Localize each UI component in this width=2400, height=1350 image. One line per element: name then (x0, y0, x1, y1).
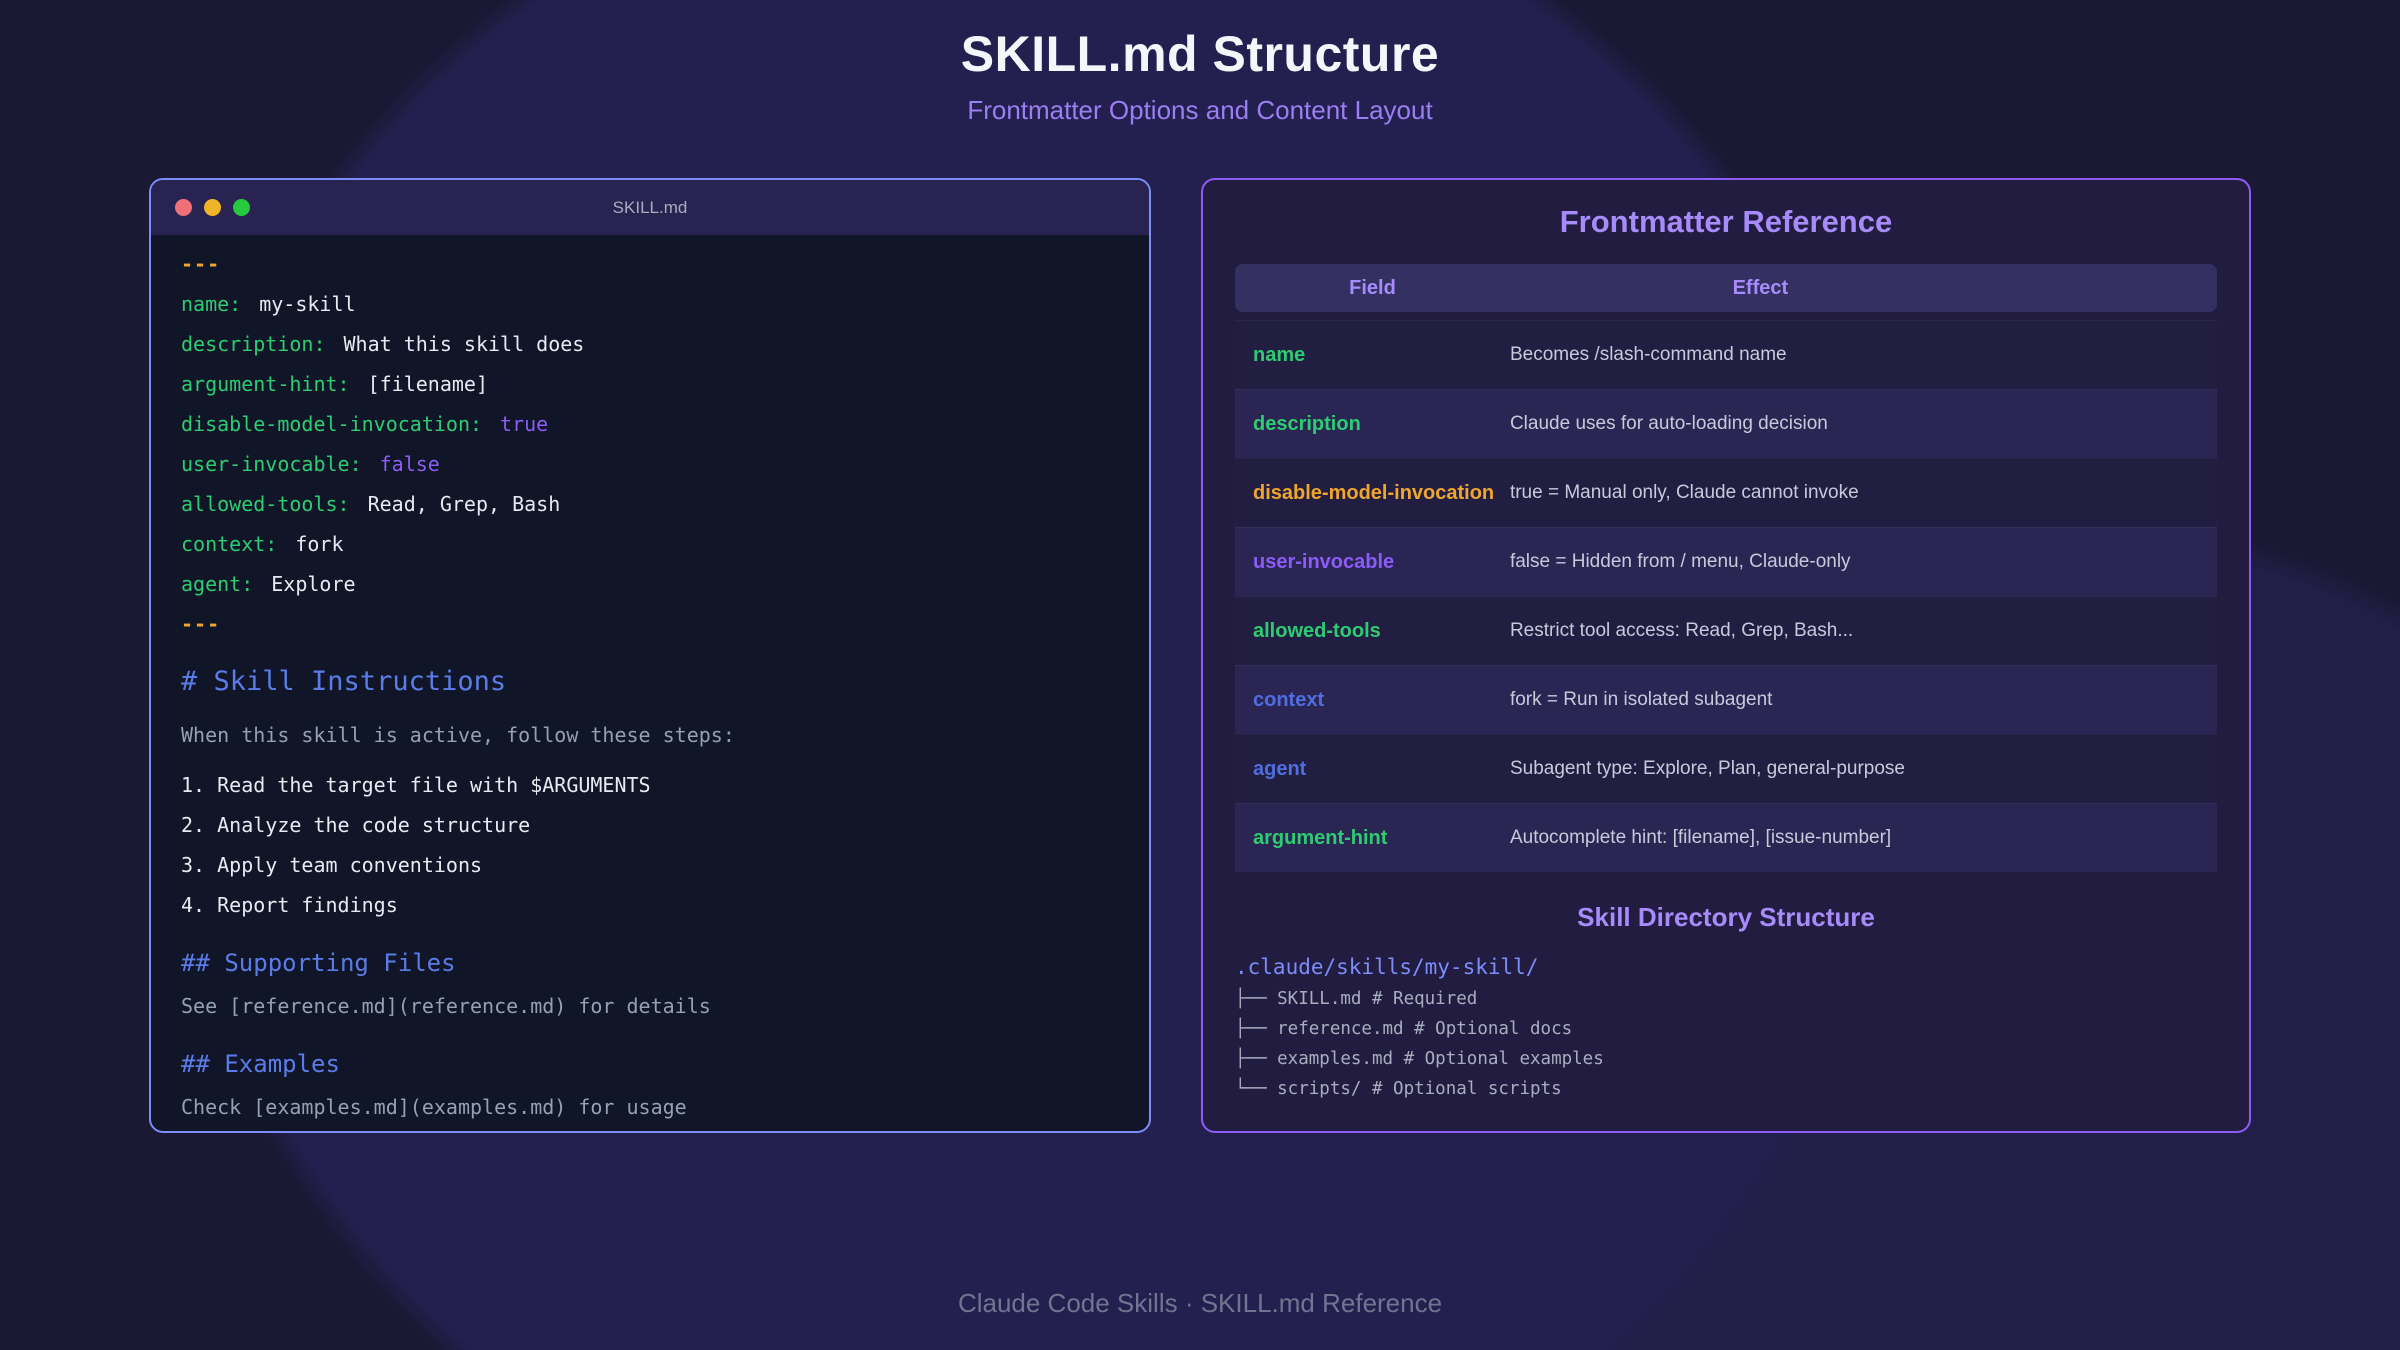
page-title: SKILL.md Structure (960, 26, 1440, 82)
field-effect: fork = Run in isolated subagent (1509, 689, 1773, 710)
code-line: agent:Explore (181, 572, 356, 596)
code-line: --- (181, 252, 221, 276)
table-row: description Claude uses for auto-loading … (1235, 389, 2217, 458)
code-line: --- (181, 612, 221, 636)
tree-entry: ├── SKILL.md # Required (1235, 989, 1478, 1009)
reference-panel: Frontmatter Reference Field Effect name B… (1201, 178, 2251, 1133)
field-name: description (1253, 412, 1361, 435)
field-name: user-invocable (1253, 550, 1395, 573)
code-line: disable-model-invocation:true (181, 412, 549, 436)
page-footer: Claude Code Skills · SKILL.md Reference (957, 1288, 1443, 1318)
table-row: context fork = Run in isolated subagent (1235, 665, 2217, 734)
code-line: 4. Report findings (181, 893, 398, 917)
code-line: # Skill Instructions (181, 666, 507, 697)
table-row: disable-model-invocation true = Manual on… (1235, 458, 2217, 527)
reference-title: Frontmatter Reference (1559, 204, 1893, 239)
column-header-effect: Effect (1732, 276, 1789, 299)
directory-tree: .claude/skills/my-skill/ ├── SKILL.md # … (1235, 950, 2217, 1104)
table-row: allowed-tools Restrict tool access: Read,… (1235, 596, 2217, 665)
code-line: ## Supporting Files (181, 949, 456, 977)
window-minimize-button[interactable] (204, 199, 221, 216)
field-effect: true = Manual only, Claude cannot invoke (1509, 482, 1859, 503)
page-subtitle: Frontmatter Options and Content Layout (967, 95, 1433, 125)
table-body: name Becomes /slash-command name descripti… (1235, 320, 2217, 872)
editor-filename: SKILL.md (612, 197, 688, 217)
field-name: name (1253, 343, 1306, 366)
tree-entry: ├── reference.md # Optional docs (1235, 1019, 1573, 1039)
code-line: 1. Read the target file with $ARGUMENTS (181, 773, 651, 797)
code-line: See [reference.md](reference.md) for det… (181, 994, 711, 1018)
directory-structure-title: Skill Directory Structure (1577, 902, 1875, 932)
field-effect: Becomes /slash-command name (1509, 344, 1787, 365)
table-row: argument-hint Autocomplete hint: [filenam… (1235, 803, 2217, 872)
field-effect: Restrict tool access: Read, Grep, Bash..… (1509, 620, 1854, 641)
code-line: When this skill is active, follow these … (181, 723, 735, 747)
page-header: SKILL.md Structure Frontmatter Options a… (0, 0, 2400, 126)
column-header-field: Field (1349, 276, 1396, 299)
tree-entry: ├── examples.md # Optional examples (1235, 1049, 1604, 1069)
directory-tree-root: .claude/skills/my-skill/ (1235, 955, 1539, 979)
table-row: agent Subagent type: Explore, Plan, gener… (1235, 734, 2217, 803)
code-line: ## Examples (181, 1050, 340, 1078)
field-name: allowed-tools (1253, 619, 1381, 642)
table-row: name Becomes /slash-command name (1235, 320, 2217, 389)
table-row: user-invocable false = Hidden from / menu… (1235, 527, 2217, 596)
code-line: description:What this skill does (181, 332, 585, 356)
content-columns: SKILL.md --- name:my-skill description:Wha… (0, 178, 2400, 1133)
code-line: context:fork (181, 532, 344, 556)
window-zoom-button[interactable] (233, 199, 250, 216)
window-close-button[interactable] (175, 199, 192, 216)
tree-entry: └── scripts/ # Optional scripts (1235, 1079, 1562, 1099)
code-line: Check [examples.md](examples.md) for usa… (181, 1095, 687, 1119)
field-name: disable-model-invocation (1253, 481, 1495, 504)
code-line: name:my-skill (181, 292, 356, 316)
code-line: argument-hint:[filename] (181, 372, 488, 396)
code-line: 2. Analyze the code structure (181, 813, 531, 837)
table-header: Field Effect (1235, 264, 2217, 312)
field-name: context (1253, 688, 1325, 711)
field-name: agent (1253, 757, 1307, 780)
directory-tree-entries: ├── SKILL.md # Required ├── reference.md … (1235, 984, 2217, 1104)
field-effect: false = Hidden from / menu, Claude-only (1509, 551, 1851, 572)
code-line: user-invocable:false (181, 452, 440, 476)
editor-titlebar: SKILL.md (151, 180, 1149, 235)
code-line: 3. Apply team conventions (181, 853, 483, 877)
field-effect: Autocomplete hint: [filename], [issue-nu… (1509, 827, 1892, 848)
code-line: allowed-tools:Read, Grep, Bash (181, 492, 561, 516)
editor-window: SKILL.md --- name:my-skill description:Wha… (149, 178, 1151, 1133)
field-effect: Claude uses for auto-loading decision (1509, 413, 1828, 434)
field-effect: Subagent type: Explore, Plan, general-pu… (1509, 758, 1905, 779)
field-name: argument-hint (1253, 826, 1388, 849)
code-area: --- name:my-skill description:What this sk… (151, 235, 1149, 1127)
